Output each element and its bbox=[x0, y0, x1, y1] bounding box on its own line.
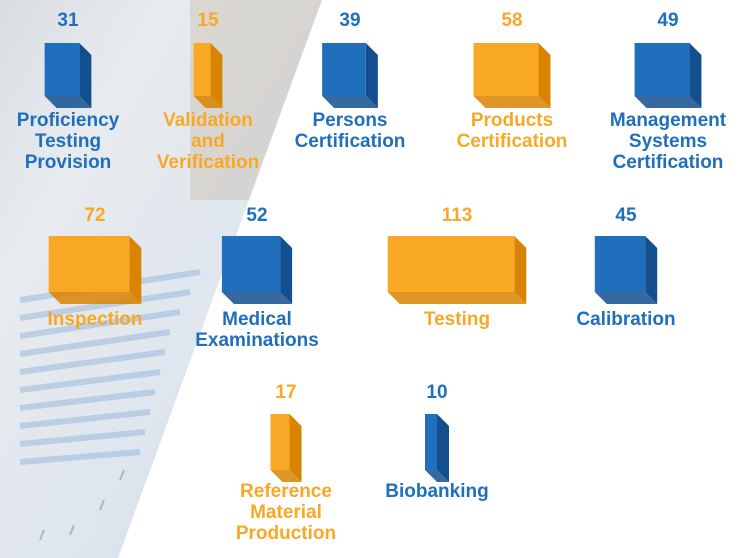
category-label-products-certification: Products Certification bbox=[456, 110, 568, 152]
bar-front-validation-and-verification bbox=[193, 43, 211, 96]
bar-bottom-validation-and-verification bbox=[193, 96, 223, 108]
bar-bottom-calibration bbox=[594, 292, 658, 304]
category-label-inspection: Inspection bbox=[47, 309, 143, 330]
value-label-management-systems-certification: 49 bbox=[657, 10, 679, 31]
bar-side-medical-examinations bbox=[280, 236, 293, 304]
category-label-biobanking: Biobanking bbox=[385, 481, 489, 502]
bar-bottom-reference-material-production bbox=[270, 470, 302, 482]
category-label-testing: Testing bbox=[423, 309, 491, 330]
bar-front-proficiency-testing-provision bbox=[44, 43, 80, 96]
value-label-reference-material-production: 17 bbox=[275, 382, 297, 403]
bar-reference-material-production bbox=[270, 414, 302, 482]
bar-bottom-persons-certification bbox=[322, 96, 378, 108]
bar-bottom-management-systems-certification bbox=[634, 96, 702, 108]
bar-bottom-proficiency-testing-provision bbox=[44, 96, 92, 108]
bar-side-biobanking bbox=[437, 414, 449, 482]
value-label-inspection: 72 bbox=[84, 205, 106, 226]
bar-front-calibration bbox=[594, 236, 646, 292]
bar-validation-and-verification bbox=[193, 43, 223, 108]
bar-front-testing bbox=[387, 236, 515, 292]
bar-medical-examinations bbox=[221, 236, 293, 304]
bar-bottom-products-certification bbox=[473, 96, 551, 108]
bar-management-systems-certification bbox=[634, 43, 702, 108]
bar-bottom-testing bbox=[387, 292, 527, 304]
value-label-testing: 113 bbox=[441, 205, 473, 226]
bar-side-testing bbox=[514, 236, 527, 304]
value-label-validation-and-verification: 15 bbox=[197, 10, 219, 31]
bar-calibration bbox=[594, 236, 658, 304]
bar-side-validation-and-verification bbox=[210, 43, 223, 108]
bar-biobanking bbox=[425, 414, 449, 482]
category-label-proficiency-testing-provision: Proficiency Testing Provision bbox=[16, 110, 120, 173]
category-label-medical-examinations: Medical Examinations bbox=[195, 309, 319, 351]
category-label-management-systems-certification: Management Systems Certification bbox=[609, 110, 727, 173]
category-label-validation-and-verification: Validation and Verification bbox=[156, 110, 260, 173]
value-label-products-certification: 58 bbox=[501, 10, 523, 31]
bar-front-medical-examinations bbox=[221, 236, 281, 292]
value-label-persons-certification: 39 bbox=[339, 10, 361, 31]
bar-front-management-systems-certification bbox=[634, 43, 690, 96]
bar-front-products-certification bbox=[473, 43, 539, 96]
bar-proficiency-testing-provision bbox=[44, 43, 92, 108]
value-label-calibration: 45 bbox=[615, 205, 637, 226]
bar-front-biobanking bbox=[425, 414, 437, 470]
bar-front-reference-material-production bbox=[270, 414, 290, 470]
value-label-biobanking: 10 bbox=[426, 382, 448, 403]
bar-testing bbox=[387, 236, 527, 304]
bar-side-inspection bbox=[129, 236, 142, 304]
value-label-medical-examinations: 52 bbox=[246, 205, 268, 226]
category-label-calibration: Calibration bbox=[576, 309, 676, 330]
bar-products-certification bbox=[473, 43, 551, 108]
bar-front-persons-certification bbox=[322, 43, 366, 96]
bar-side-persons-certification bbox=[365, 43, 378, 108]
bar-persons-certification bbox=[322, 43, 378, 108]
bar-bottom-medical-examinations bbox=[221, 292, 293, 304]
value-label-proficiency-testing-provision: 31 bbox=[57, 10, 79, 31]
bar-side-calibration bbox=[645, 236, 658, 304]
bar-front-inspection bbox=[48, 236, 130, 292]
bar-side-proficiency-testing-provision bbox=[79, 43, 92, 108]
bar-side-products-certification bbox=[538, 43, 551, 108]
bar-side-reference-material-production bbox=[289, 414, 302, 482]
bar-bottom-biobanking bbox=[425, 470, 449, 482]
category-label-persons-certification: Persons Certification bbox=[294, 110, 406, 152]
bar-inspection bbox=[48, 236, 142, 304]
bar-side-management-systems-certification bbox=[689, 43, 702, 108]
bar-bottom-inspection bbox=[48, 292, 142, 304]
category-label-reference-material-production: Reference Material Production bbox=[235, 481, 337, 544]
